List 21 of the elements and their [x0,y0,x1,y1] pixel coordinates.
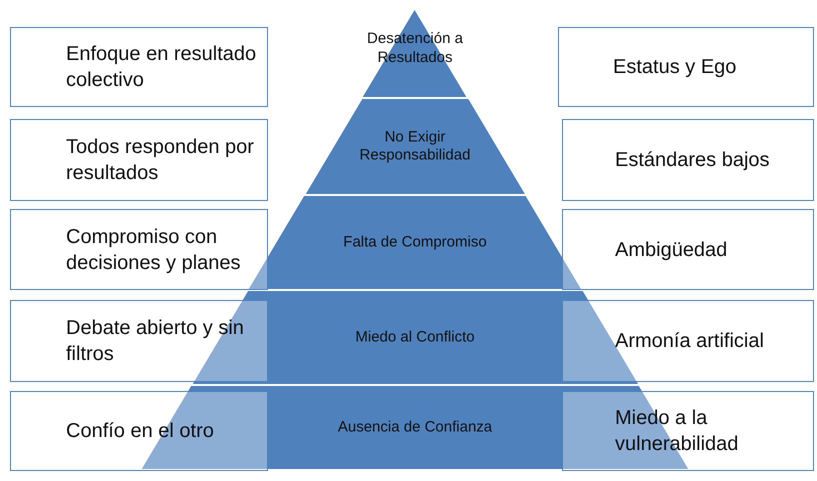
layer-label: Falta de Compromiso [342,233,488,252]
behavior-box [10,27,268,107]
box-text: Enfoque en resultado colectivo [66,42,258,93]
box-text: Estatus y Ego [613,55,736,80]
behavior-box [10,391,268,471]
layer-label: Miedo al Conflicto [354,328,476,347]
behavior-box [10,119,268,201]
symptom-box [562,300,814,382]
symptom-box [562,119,814,201]
box-text: Estándares bajos [615,148,770,173]
layer-label: No Exigir Responsabilidad [358,128,472,166]
symptom-box [562,391,814,471]
behavior-box [10,209,268,290]
box-text: Ambigüedad [615,238,728,262]
symptom-box [558,27,814,107]
box-text: Compromiso con decisiones y planes [66,224,242,276]
symptom-box [562,209,814,290]
box-text: Todos responden por resultados [66,135,255,186]
layer-label: Ausencia de Confianza [336,418,494,437]
behavior-box [10,300,268,382]
box-text: Armonía artificial [615,329,764,354]
